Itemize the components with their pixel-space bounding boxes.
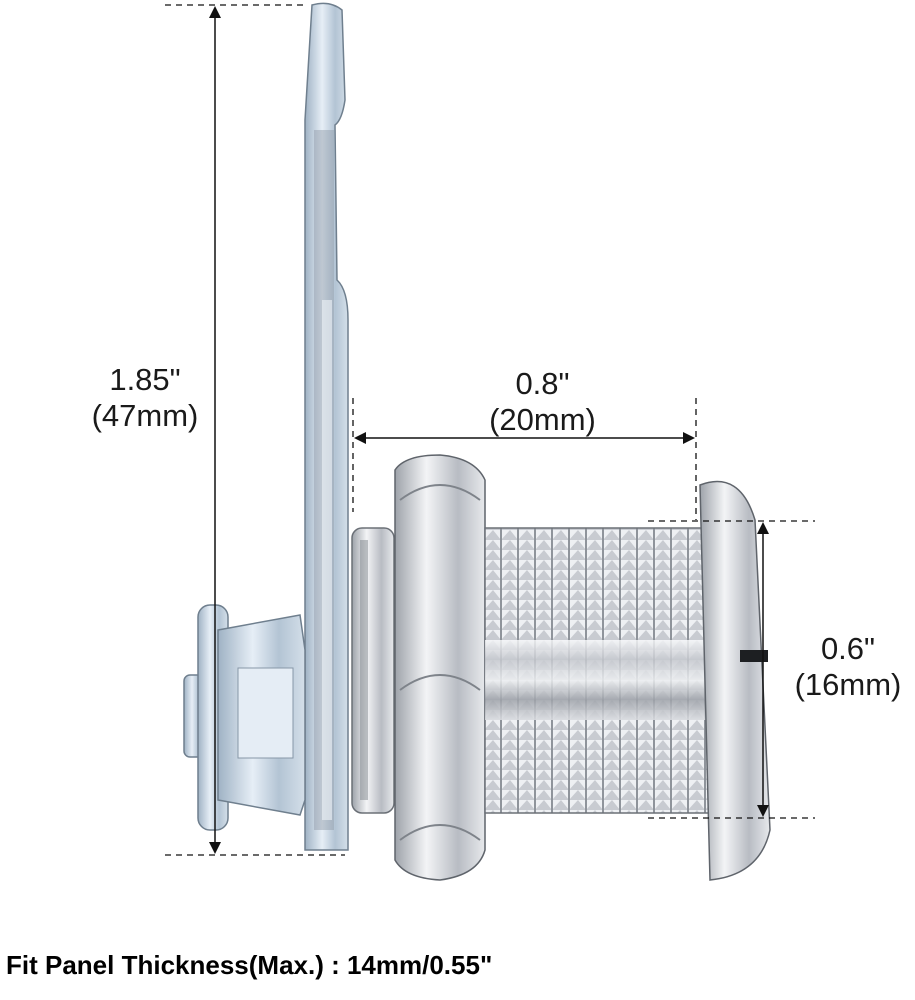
depth-inch: 0.8" <box>515 366 570 401</box>
depth-mm: (20mm) <box>489 402 596 437</box>
diameter-label: 0.6" (16mm) <box>778 631 915 703</box>
diameter-dimension <box>648 520 815 819</box>
panel-thickness-caption: Fit Panel Thickness(Max.) : 14mm/0.55" <box>6 950 493 980</box>
washer <box>351 527 395 814</box>
lock-head <box>699 480 771 881</box>
depth-dimension <box>352 398 697 520</box>
cam-plate <box>304 2 349 851</box>
diameter-inch: 0.6" <box>820 631 876 666</box>
diameter-mm: (16mm) <box>794 667 902 702</box>
height-dimension <box>165 4 345 856</box>
hex-nut-large <box>394 454 486 881</box>
threaded-cylinder <box>484 527 714 814</box>
hex-nut-small <box>183 604 306 831</box>
height-label: 1.85" (47mm) <box>75 362 215 434</box>
height-inch: 1.85" <box>109 362 181 397</box>
height-mm: (47mm) <box>91 398 199 433</box>
depth-label: 0.8" (20mm) <box>465 366 620 438</box>
